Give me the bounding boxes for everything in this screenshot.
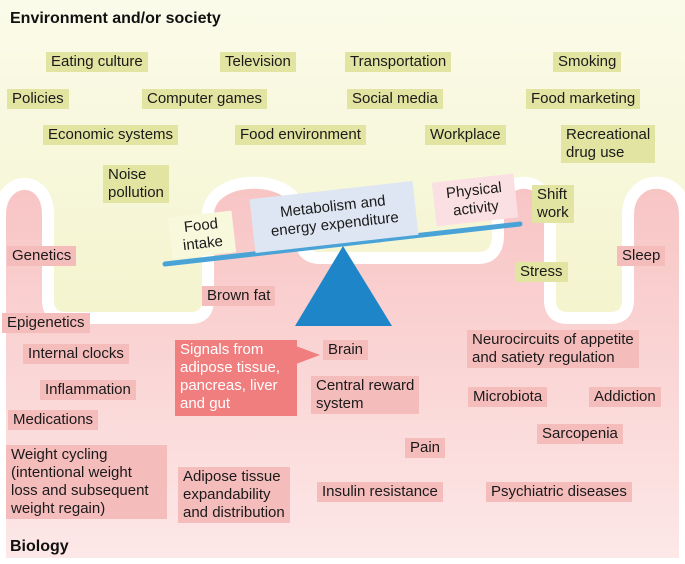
factor-workplace: Workplace <box>425 125 506 145</box>
environment-section-label: Environment and/or society <box>10 10 221 27</box>
factor-epigenetics: Epigenetics <box>2 313 90 333</box>
factor-pain: Pain <box>405 438 446 458</box>
factor-smoking: Smoking <box>553 52 622 72</box>
factor-food-marketing: Food marketing <box>526 89 641 109</box>
factor-computer-games: Computer games <box>142 89 268 109</box>
factor-noise-pollution: Noise pollution <box>103 165 169 203</box>
factor-addiction: Addiction <box>589 387 661 407</box>
factor-insulin-resistance: Insulin resistance <box>317 482 443 502</box>
balance-food-intake: Food intake <box>167 210 237 260</box>
factor-medications: Medications <box>8 410 99 430</box>
factor-sarcopenia: Sarcopenia <box>537 424 623 444</box>
balance-physical-activity: Physical activity <box>431 173 519 227</box>
factor-central-reward-system: Central reward system <box>311 376 420 414</box>
balance-beam <box>162 221 523 267</box>
factor-economic-systems: Economic systems <box>43 125 179 145</box>
metabolism-label: Metabolism and energy expenditure <box>270 192 400 241</box>
factor-internal-clocks: Internal clocks <box>23 344 129 364</box>
factor-genetics: Genetics <box>7 246 77 266</box>
factor-shift-work: Shift work <box>532 185 574 223</box>
factor-brown-fat: Brown fat <box>202 286 276 306</box>
factor-psychiatric-diseases: Psychiatric diseases <box>486 482 632 502</box>
signals-callout: Signals from adipose tissue, pancreas, l… <box>175 340 297 416</box>
fulcrum-triangle <box>295 246 392 326</box>
factor-weight-cycling: Weight cycling (intentional weight loss … <box>6 445 167 519</box>
factor-eating-culture: Eating culture <box>46 52 148 72</box>
factor-microbiota: Microbiota <box>468 387 548 407</box>
factor-recreational-drug-use: Recreational drug use <box>561 125 656 163</box>
factor-adipose-tissue: Adipose tissue expandability and distrib… <box>178 467 290 523</box>
factor-inflammation: Inflammation <box>40 380 136 400</box>
factor-television: Television <box>220 52 296 72</box>
signals-pointer <box>296 346 320 364</box>
food-intake-label: Food intake <box>182 215 224 255</box>
factor-policies: Policies <box>7 89 69 109</box>
physical-activity-label: Physical activity <box>445 178 503 220</box>
factor-social-media: Social media <box>347 89 443 109</box>
factor-brain: Brain <box>323 340 369 360</box>
biology-section-label: Biology <box>10 538 69 555</box>
factor-neurocircuits: Neurocircuits of appetite and satiety re… <box>467 330 639 368</box>
factor-transportation: Transportation <box>345 52 452 72</box>
factor-food-environment: Food environment <box>235 125 366 145</box>
factor-sleep: Sleep <box>617 246 666 266</box>
factor-stress: Stress <box>515 262 568 282</box>
